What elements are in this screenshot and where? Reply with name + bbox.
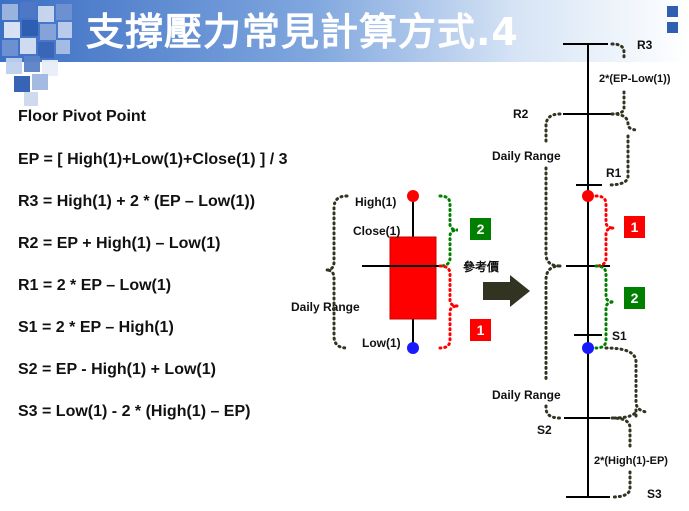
r1-label: R1 (606, 166, 622, 180)
daily-range-brace (325, 194, 349, 350)
scale-box-2 (624, 287, 645, 309)
candle-box-1-label: 1 (477, 322, 485, 338)
corner-square-icon (667, 6, 678, 17)
formula-s2: S2 = EP - High(1) + Low(1) (18, 361, 216, 378)
formula-ep: EP = [ High(1)+Low(1)+Close(1) ] / 3 (18, 151, 288, 168)
reference-price-label: 參考價 (463, 259, 500, 274)
scale-box-1 (624, 216, 645, 238)
candlestick (362, 190, 440, 354)
low-dot-icon (407, 342, 419, 354)
daily-range-label: Daily Range (291, 300, 360, 314)
low-label: Low(1) (362, 336, 401, 350)
candle-box-2-label: 2 (477, 221, 485, 237)
title-bar (0, 0, 689, 62)
scale-high-dot-icon (582, 190, 594, 202)
r3-range-label: 2*(EP-Low(1)) (599, 73, 671, 85)
candle-box-2 (470, 218, 491, 240)
cube-logo-icon (2, 2, 72, 106)
s3-range-label: 2*(High(1)-EP) (594, 455, 668, 467)
s1-s2-brace (604, 346, 648, 420)
formula-r2: R2 = EP + High(1) – Low(1) (18, 235, 221, 252)
red-brace (438, 264, 459, 350)
s1-label: S1 (612, 329, 627, 343)
r2-r1-brace (606, 112, 640, 187)
formula-s3: S3 = Low(1) - 2 * (High(1) – EP) (18, 403, 251, 420)
daily-range-lower-label: Daily Range (492, 388, 561, 402)
candle-body (389, 236, 437, 320)
daily-range-upper-brace (544, 112, 562, 268)
green-brace (438, 194, 459, 268)
high-label: High(1) (355, 195, 396, 209)
corner-square-icon (667, 22, 678, 33)
scale-box-2-label: 2 (631, 290, 639, 306)
formula-heading: Floor Pivot Point (18, 108, 146, 125)
right-arrow-icon (483, 275, 530, 307)
formula-s1: S1 = 2 * EP – High(1) (18, 319, 174, 336)
s2-label: S2 (537, 423, 552, 437)
daily-range-upper-label: Daily Range (492, 149, 561, 163)
r3-label: R3 (637, 38, 653, 52)
scale-low-dot-icon (582, 342, 594, 354)
scale-box-1-label: 1 (631, 219, 639, 235)
formula-r1: R1 = 2 * EP – Low(1) (18, 277, 172, 294)
scale-red-brace (594, 194, 615, 268)
s2-s3-brace (610, 416, 632, 499)
close-label: Close(1) (353, 224, 400, 238)
high-dot-icon (407, 190, 419, 202)
formula-r3: R3 = High(1) + 2 * (EP – Low(1)) (18, 193, 256, 210)
daily-range-lower-brace (544, 264, 562, 420)
candle-box-1 (470, 319, 491, 341)
scale-green-brace (594, 264, 615, 350)
slide-title: 支撐壓力常見計算方式.4 (86, 10, 519, 54)
s3-label: S3 (647, 487, 662, 501)
r2-label: R2 (513, 107, 529, 121)
